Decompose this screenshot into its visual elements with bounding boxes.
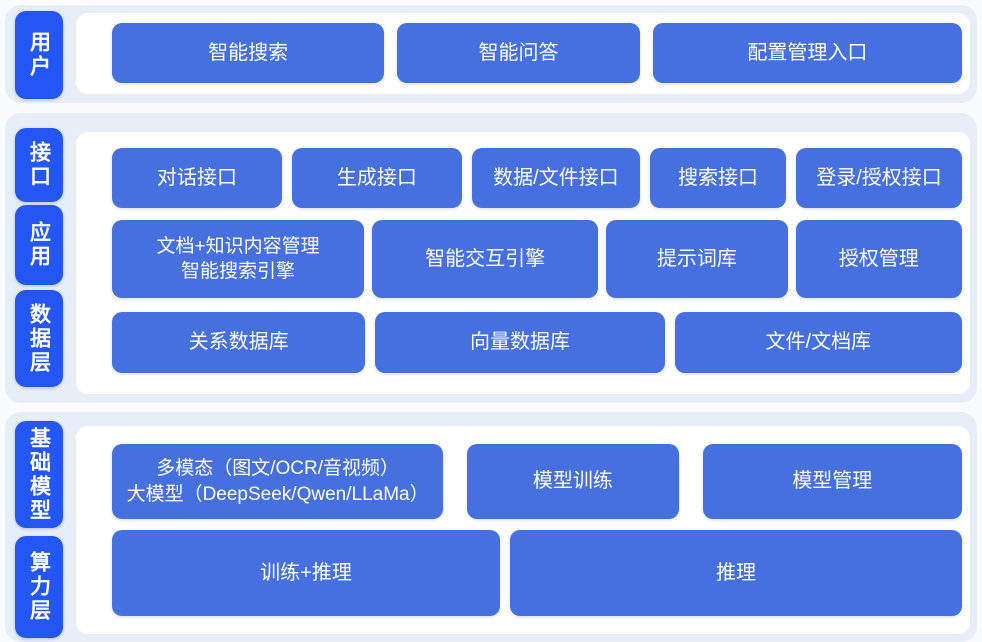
block-file-doc-store: 文件/文档库 [674,312,962,373]
block-prompt-library: 提示词库 [606,220,788,298]
block-config-management-entry: 配置管理入口 [652,23,962,83]
row-applications: 文档+知识内容管理 智能搜索引擎 智能交互引擎 提示词库 授权管理 [112,220,962,298]
section-user-layer: 用户 智能搜索 智能问答 配置管理入口 [5,5,977,103]
layer-label-user: 用户 [15,11,63,99]
section-interface-app-data-layers: 接口 应用 数据层 对话接口 生成接口 数据/文件接口 搜索接口 登录/授权接口… [5,113,977,403]
panel-user-layer: 智能搜索 智能问答 配置管理入口 [76,13,970,94]
block-auth-management: 授权管理 [795,220,962,298]
panel-model-compute: 多模态（图文/OCR/音视频） 大模型（DeepSeek/Qwen/LLaMa）… [76,426,970,634]
block-inference: 推理 [510,530,962,616]
section-model-compute-layers: 基础模型 算力层 多模态（图文/OCR/音视频） 大模型（DeepSeek/Qw… [5,412,977,642]
panel-interface-app-data: 对话接口 生成接口 数据/文件接口 搜索接口 登录/授权接口 文档+知识内容管理… [76,132,970,394]
block-multimodal-llm: 多模态（图文/OCR/音视频） 大模型（DeepSeek/Qwen/LLaMa） [112,444,444,519]
row-interfaces: 对话接口 生成接口 数据/文件接口 搜索接口 登录/授权接口 [112,148,962,208]
block-generation-api: 生成接口 [291,148,462,208]
block-smart-search: 智能搜索 [112,23,385,83]
layer-label-foundation-model: 基础模型 [15,421,63,528]
block-search-api: 搜索接口 [649,148,787,208]
layer-label-application: 应用 [15,205,63,285]
layer-label-compute: 算力层 [15,536,63,638]
block-doc-knowledge-search-engine: 文档+知识内容管理 智能搜索引擎 [112,220,365,298]
row-compute: 训练+推理 推理 [112,530,962,616]
block-vector-db: 向量数据库 [375,312,665,373]
block-smart-qa: 智能问答 [397,23,640,83]
layer-label-data: 数据层 [15,290,63,387]
row-data-stores: 关系数据库 向量数据库 文件/文档库 [112,312,962,373]
layer-label-interface: 接口 [15,128,63,202]
block-relational-db: 关系数据库 [112,312,366,373]
block-interaction-engine: 智能交互引擎 [372,220,599,298]
row-foundation-models: 多模态（图文/OCR/音视频） 大模型（DeepSeek/Qwen/LLaMa）… [112,444,962,519]
block-training-inference: 训练+推理 [112,530,500,616]
block-dialog-api: 对话接口 [112,148,282,208]
block-model-management: 模型管理 [702,444,962,519]
row-user-entries: 智能搜索 智能问答 配置管理入口 [112,23,962,83]
block-model-training: 模型训练 [467,444,679,519]
block-login-auth-api: 登录/授权接口 [796,148,962,208]
block-data-file-api: 数据/文件接口 [471,148,640,208]
